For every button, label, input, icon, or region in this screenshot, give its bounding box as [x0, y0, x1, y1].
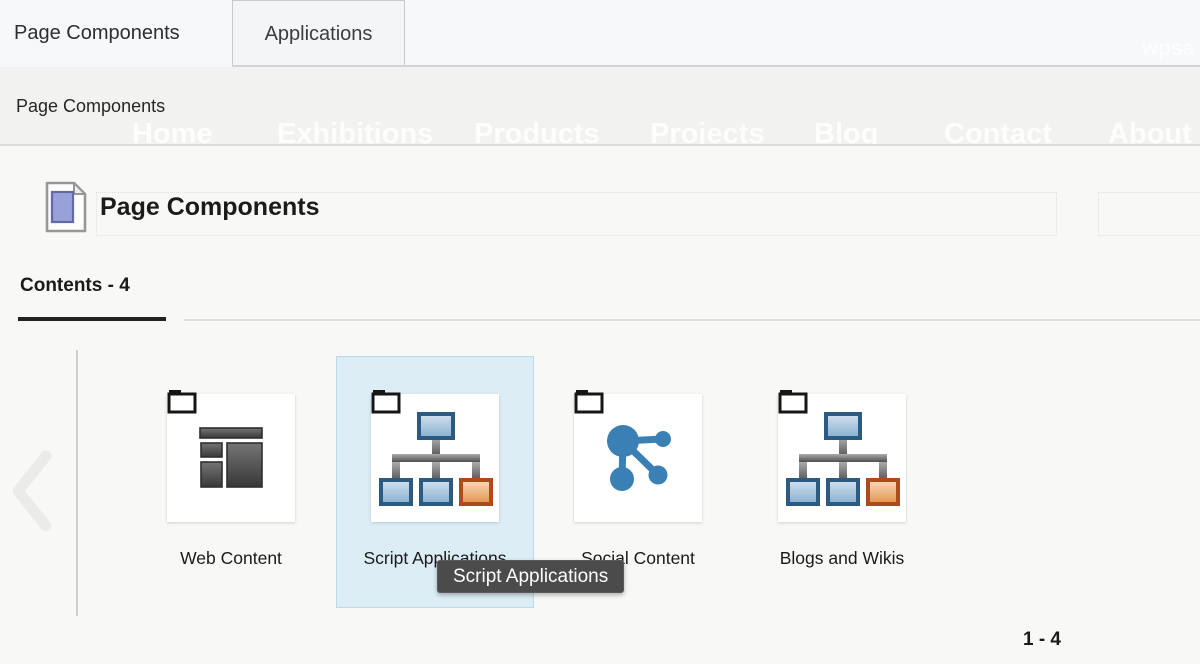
page-title: Page Components — [100, 193, 320, 221]
folder-badge-icon — [778, 390, 808, 414]
tab-contents[interactable]: Contents - 4 — [20, 275, 130, 296]
web-layout-icon — [199, 427, 263, 488]
carousel-divider — [76, 350, 78, 616]
content-item-web-content[interactable]: Web Content — [167, 390, 295, 568]
top-tab-bar: perience wpsa Page Components Applicatio… — [0, 0, 1200, 67]
sitemap-icon — [786, 412, 900, 506]
tab-page-components-label: Page Components — [14, 22, 180, 44]
tooltip-text: Script Applications — [453, 565, 609, 587]
sitemap-icon — [379, 412, 493, 506]
folder-badge-icon — [371, 390, 401, 414]
ghost-nav-projects: Projects — [650, 118, 765, 146]
document-icon — [45, 181, 87, 233]
tab-row-divider — [184, 319, 1200, 321]
breadcrumb-band: Page Components Home Exhibitions Product… — [0, 67, 1200, 146]
content-item-blogs-and-wikis[interactable]: Blogs and Wikis — [778, 390, 906, 568]
ghost-nav-contact: Contact — [944, 118, 1052, 146]
pagination-range: 1 - 4 — [1022, 629, 1062, 650]
carousel-previous-button[interactable] — [6, 446, 58, 536]
social-network-icon — [607, 425, 671, 491]
folder-badge-icon — [167, 390, 197, 414]
title-drop-zone-right — [1098, 192, 1200, 236]
tooltip: Script Applications — [437, 560, 625, 593]
tab-page-components[interactable]: Page Components — [0, 0, 232, 67]
ghost-nav-home: Home — [132, 118, 213, 146]
background-ghost-username: wpsa — [1142, 37, 1195, 60]
content-item-label: Blogs and Wikis — [779, 548, 905, 568]
content-item-card — [574, 390, 702, 522]
tab-applications[interactable]: Applications — [232, 0, 405, 67]
ghost-nav-exhibitions: Exhibitions — [277, 118, 434, 146]
active-tab-indicator — [18, 317, 166, 321]
tab-bar-divider — [232, 65, 1200, 67]
folder-badge-icon — [574, 390, 604, 414]
content-item-social-content[interactable]: Social Content — [574, 390, 702, 568]
content-item-card — [167, 390, 295, 522]
ghost-nav-products: Products — [474, 118, 600, 146]
title-drop-zone — [96, 192, 1057, 236]
content-item-script-applications[interactable]: Script Applications — [364, 390, 507, 568]
content-item-label: Web Content — [180, 548, 282, 568]
tab-applications-label: Applications — [264, 22, 373, 45]
ghost-nav-blog: Blog — [814, 118, 879, 146]
content-item-card — [778, 390, 906, 522]
ghost-nav-about-us: About Us — [1108, 118, 1200, 146]
content-item-card — [371, 390, 499, 522]
breadcrumb: Page Components — [16, 96, 166, 116]
